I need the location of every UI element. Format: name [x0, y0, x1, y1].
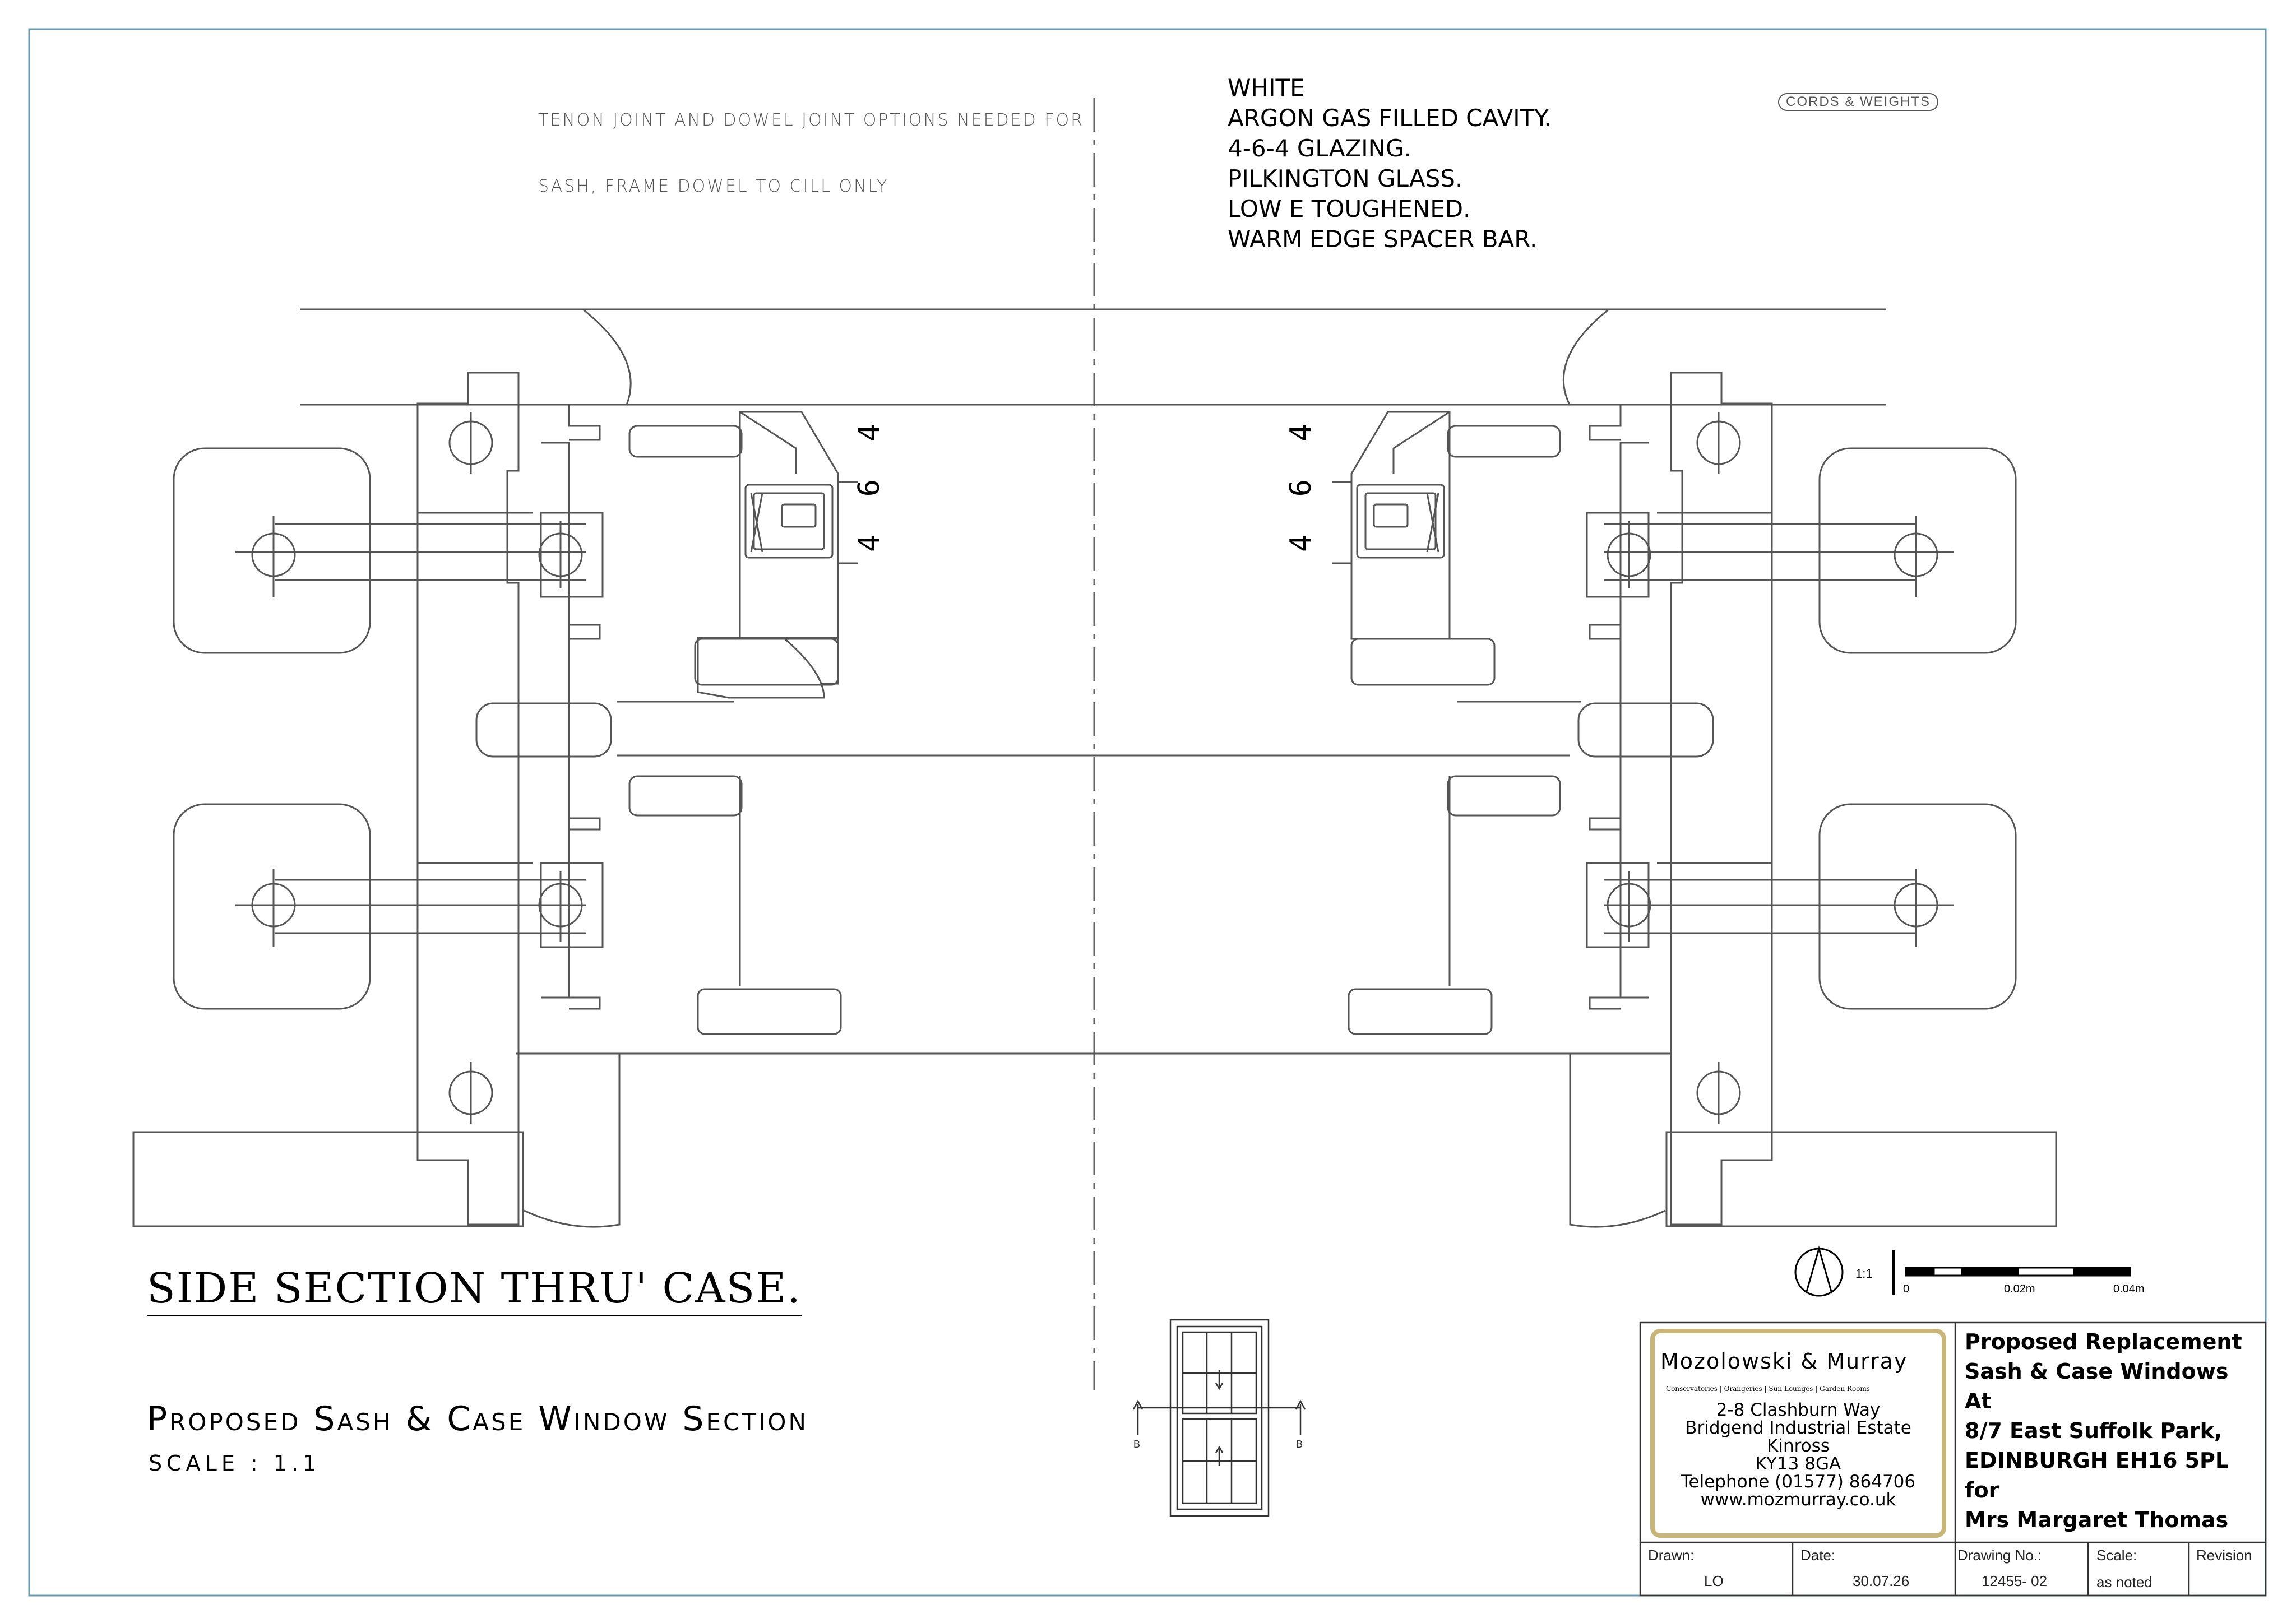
- section-mark-right: B: [1296, 1439, 1303, 1450]
- scale-label: Scale:: [2096, 1547, 2137, 1564]
- company-tagline: Conservatories | Orangeries | Sun Lounge…: [1666, 1385, 1870, 1393]
- project-line: Proposed Replacement: [1965, 1329, 2242, 1354]
- spec-line: LOW E TOUGHENED.: [1228, 195, 1471, 222]
- section-mark-left: B: [1133, 1439, 1141, 1450]
- revision-label: Revision: [2196, 1547, 2252, 1564]
- scale-label-0: 0: [1903, 1283, 1910, 1295]
- head-wall: [300, 308, 1886, 406]
- dimension-right: 4 6 4: [1284, 414, 1318, 552]
- address-line: Kinross: [1767, 1436, 1830, 1456]
- glazing-spec: WHITE ARGON GAS FILLED CAVITY. 4-6-4 GLA…: [1228, 73, 1552, 254]
- address-line: www.mozmurray.co.uk: [1700, 1490, 1896, 1510]
- scale-value: as noted: [2096, 1574, 2152, 1590]
- date-value: 30.07.26: [1853, 1573, 1910, 1589]
- north-arrow-icon: [1794, 1245, 1844, 1297]
- company-name: Mozolowski & Murray: [1660, 1349, 1908, 1374]
- project-line: for: [1965, 1478, 1999, 1503]
- date-label: Date:: [1800, 1547, 1836, 1564]
- title-block-frame: [1639, 1321, 2267, 1597]
- project-line: Mrs Margaret Thomas: [1965, 1508, 2229, 1532]
- cords-weights-badge: CORDS & WEIGHTS: [1778, 93, 1939, 111]
- project-line: Sash & Case Windows: [1965, 1359, 2229, 1384]
- project-line: EDINBURGH EH16 5PL: [1965, 1448, 2229, 1473]
- dimension-left: 4 6 4: [853, 414, 886, 552]
- scale-bar: [1892, 1250, 2131, 1295]
- project-line: At: [1965, 1389, 1992, 1413]
- window-elevation: [1132, 1319, 1306, 1517]
- project-description: Proposed Replacement Sash & Case Windows…: [1965, 1327, 2242, 1535]
- drawing-no-value: 12455- 02: [1982, 1573, 2048, 1589]
- main-title: Proposed Sash & Case Window Section: [147, 1399, 808, 1439]
- company-logo-frame: [1650, 1329, 1946, 1538]
- section-title: SIDE SECTION THRU' CASE.: [147, 1268, 802, 1316]
- address-line: Telephone (01577) 864706: [1681, 1472, 1916, 1492]
- address-line: 2-8 Clashburn Way: [1716, 1400, 1881, 1420]
- scale-ratio: 1:1: [1855, 1267, 1873, 1281]
- scale-note: SCALE : 1.1: [149, 1451, 321, 1476]
- sheet-border: [28, 28, 2267, 1597]
- joint-note-line2: SASH, FRAME DOWEL TO CILL ONLY: [538, 177, 889, 196]
- right-jamb: [1332, 372, 2057, 1228]
- spec-line: PILKINGTON GLASS.: [1228, 165, 1463, 192]
- spec-line: WHITE: [1228, 74, 1305, 101]
- drawn-value: LO: [1704, 1573, 1724, 1589]
- scale-label-004: 0.04m: [2113, 1283, 2145, 1295]
- joint-note-line1: TENON JOINT AND DOWEL JOINT OPTIONS NEED…: [538, 110, 1084, 130]
- drawing-no-label: Drawing No.:: [1957, 1547, 2042, 1564]
- scale-label-002: 0.02m: [2004, 1283, 2035, 1295]
- address-line: KY13 8GA: [1755, 1454, 1841, 1474]
- company-address: 2-8 Clashburn Way Bridgend Industrial Es…: [1658, 1401, 1938, 1509]
- spec-line: WARM EDGE SPACER BAR.: [1228, 225, 1538, 253]
- drawn-label: Drawn:: [1648, 1547, 1695, 1564]
- spec-line: ARGON GAS FILLED CAVITY.: [1228, 104, 1552, 132]
- project-line: 8/7 East Suffolk Park,: [1965, 1418, 2223, 1443]
- left-jamb: [132, 372, 858, 1228]
- address-line: Bridgend Industrial Estate: [1685, 1418, 1911, 1438]
- spec-line: 4-6-4 GLAZING.: [1228, 135, 1411, 162]
